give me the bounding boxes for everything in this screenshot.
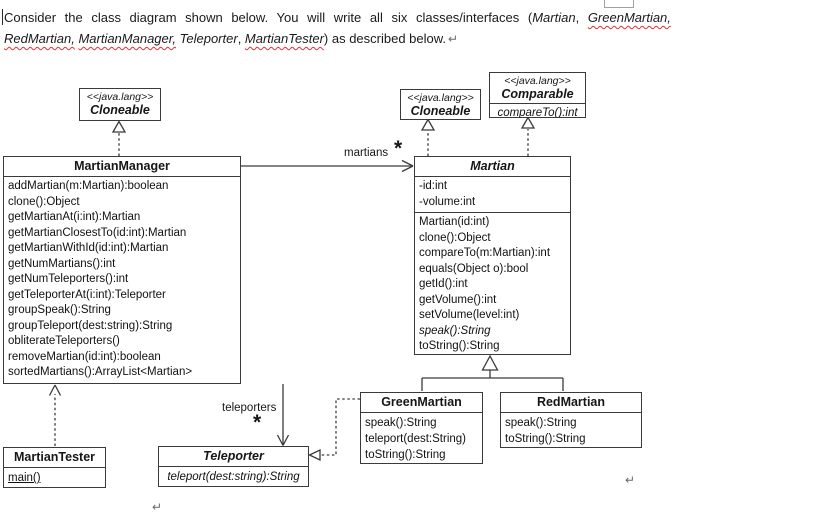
- paragraph-return-mark: ↵: [152, 500, 163, 514]
- realization-arrow-martian-to-cloneable: [420, 118, 436, 156]
- class-name: MartianTester: [4, 448, 105, 468]
- method-row: groupSpeak():String: [8, 304, 111, 316]
- cloneable-mid-header: <<java.lang>> Cloneable: [401, 90, 480, 119]
- method-row: speak():String: [365, 417, 437, 429]
- class-name: Martian: [415, 157, 570, 177]
- martian-attributes: -id:int -volume:int: [415, 177, 570, 213]
- method-row: toString():String: [365, 449, 446, 461]
- class-name: GreenMartian: [361, 393, 482, 413]
- class-box-martian: Martian -id:int -volume:int Martian(id:in…: [414, 156, 571, 355]
- realization-arrow-martian-to-comparable: [520, 116, 536, 156]
- class-name: MartianManager: [4, 157, 240, 177]
- comparable-methods: compareTo():int: [490, 104, 585, 118]
- comparable-header: <<java.lang>> Comparable: [490, 73, 585, 104]
- method-row: getMartianAt(i:int):Martian: [8, 211, 141, 223]
- association-arrow-manager-to-martian: [241, 159, 414, 173]
- method-row: teleport(dest:String): [365, 433, 466, 445]
- class-box-teleporter: Teleporter teleport(dest:string):String: [158, 446, 309, 487]
- document-paragraph[interactable]: Consider the class diagram shown below. …: [4, 7, 794, 50]
- class-box-martian-manager: MartianManager addMartian(m:Martian):boo…: [3, 156, 241, 384]
- line2-segments: RedMartian, MartianManager, Teleporter, …: [4, 31, 446, 46]
- method-row: obliterateTeleporters(): [8, 335, 120, 347]
- method-row: equals(Object o):bool: [419, 262, 529, 275]
- method-row: groupTeleport(dest:string):String: [8, 319, 173, 332]
- teleporter-methods: teleport(dest:string):String: [159, 467, 308, 486]
- green-martian-methods: speak():String teleport(dest:String) toStr…: [361, 413, 482, 463]
- text-segment: Martian: [532, 10, 576, 25]
- generalization-arrow-martian-subclasses: [421, 354, 564, 391]
- class-box-cloneable-left: <<java.lang>> Cloneable: [79, 88, 161, 121]
- multiplicity-star-martians: *: [394, 137, 403, 160]
- method-row: speak():String: [419, 324, 491, 337]
- method-row: getNumTeleporters():int: [8, 273, 129, 285]
- method-row: main(): [8, 472, 41, 484]
- paragraph-return-mark: ↵: [625, 473, 636, 487]
- method-row: getMartianWithId(id:int):Martian: [8, 242, 169, 254]
- method-row: getTeleporterAt(i:int):Teleporter: [8, 288, 166, 301]
- method-row: sortedMartians():ArrayList<Martian>: [8, 366, 193, 378]
- paragraph-line-1: Consider the class diagram shown below. …: [4, 7, 794, 28]
- red-martian-methods: speak():String toString():String: [501, 413, 641, 447]
- method-row: toString():String: [505, 433, 586, 445]
- method-row: compareTo(m:Martian):int: [419, 247, 551, 259]
- method-row: Martian(id:int): [419, 216, 490, 228]
- class-box-cloneable-mid: <<java.lang>> Cloneable: [400, 89, 481, 120]
- text-segment: Consider the class diagram shown below. …: [4, 10, 533, 25]
- martian-tester-methods: main(): [4, 468, 105, 487]
- method-row: speak():String: [505, 417, 577, 429]
- text-segment: MartianManager,: [78, 31, 176, 46]
- class-name: Teleporter: [159, 447, 308, 467]
- paragraph-return-mark: ↵: [448, 32, 459, 46]
- attribute-row: -id:int: [419, 180, 448, 192]
- method-row: compareTo():int: [497, 107, 578, 118]
- martian-methods: Martian(id:int) clone():Object compareTo(m…: [415, 213, 570, 354]
- method-row: getMartianClosestTo(id:int):Martian: [8, 226, 187, 239]
- class-name: Cloneable: [410, 104, 471, 118]
- class-name: Comparable: [501, 87, 574, 101]
- method-row: clone():Object: [8, 195, 80, 208]
- class-box-green-martian: GreenMartian speak():String teleport(dest…: [360, 392, 483, 464]
- association-arrow-manager-to-teleporter: [276, 384, 290, 446]
- method-row: teleport(dest:string):String: [167, 471, 300, 483]
- class-name: Cloneable: [90, 103, 150, 117]
- dependency-arrow-tester-to-manager: [48, 384, 62, 446]
- class-box-martian-tester: MartianTester main(): [3, 447, 106, 488]
- stereotype-label: <<java.lang>>: [407, 92, 474, 104]
- association-label-martians: martians: [344, 147, 389, 159]
- association-label-teleporters: teleporters: [222, 402, 277, 414]
- attribute-row: -volume:int: [419, 195, 476, 208]
- method-row: setVolume(level:int): [419, 309, 520, 321]
- text-cursor: [2, 9, 3, 25]
- method-row: getId():int: [419, 278, 468, 290]
- paragraph-line-2: RedMartian, MartianManager, Teleporter, …: [4, 28, 794, 50]
- method-row: addMartian(m:Martian):boolean: [8, 180, 169, 192]
- method-row: getVolume():int: [419, 293, 497, 306]
- method-row: toString():String: [419, 340, 500, 352]
- method-row: clone():Object: [419, 231, 491, 244]
- stereotype-label: <<java.lang>>: [86, 91, 154, 103]
- text-segment: ) as described below.: [323, 31, 447, 46]
- class-name: RedMartian: [501, 393, 641, 413]
- realization-arrow-manager-to-cloneable: [111, 120, 127, 156]
- class-box-red-martian: RedMartian speak():String toString():Stri…: [500, 392, 642, 448]
- text-segment: ,: [575, 10, 588, 25]
- realization-arrow-green-to-teleporter: [307, 398, 360, 462]
- cloneable-left-header: <<java.lang>> Cloneable: [80, 89, 160, 119]
- multiplicity-star-teleporters: *: [253, 411, 262, 434]
- class-box-comparable: <<java.lang>> Comparable compareTo():int: [489, 72, 586, 118]
- method-row: removeMartian(id:int):boolean: [8, 350, 161, 363]
- method-row: getNumMartians():int: [8, 257, 116, 270]
- text-segment: ,: [237, 31, 245, 46]
- text-segment: RedMartian,: [4, 31, 75, 46]
- text-segment: GreenMartian,: [587, 10, 671, 25]
- clipped-frame-artifact: [604, 0, 634, 8]
- text-segment: Teleporter: [179, 31, 238, 46]
- martian-manager-methods: addMartian(m:Martian):boolean clone():Obj…: [4, 177, 240, 383]
- stereotype-label: <<java.lang>>: [504, 75, 571, 87]
- text-segment: MartianTester: [244, 31, 324, 46]
